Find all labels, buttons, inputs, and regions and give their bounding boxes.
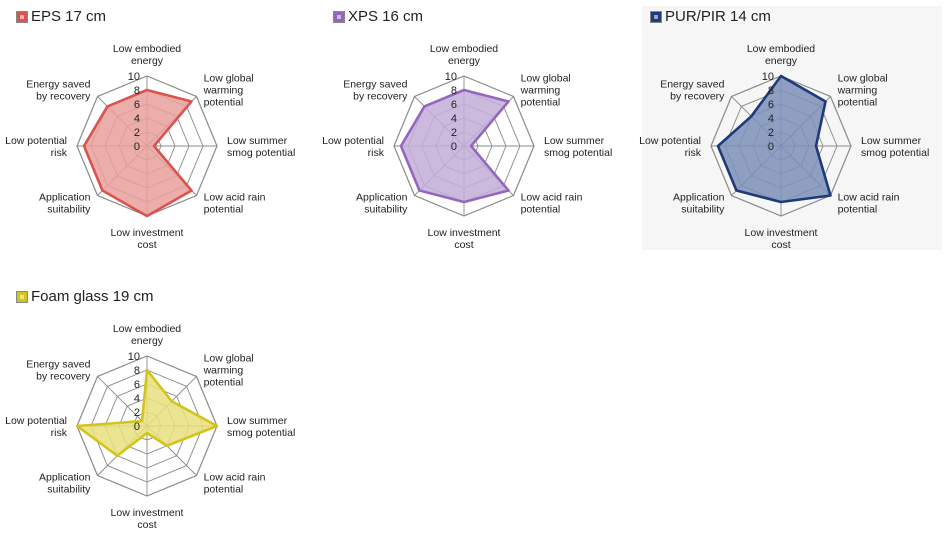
chart-title: EPS 17 cm (16, 8, 106, 25)
tick-label: 0 (451, 141, 457, 153)
chart-title-text: EPS 17 cm (31, 8, 107, 25)
tick-label: 0 (768, 141, 774, 153)
tick-label: 6 (134, 99, 140, 111)
tick-label: 0 (134, 421, 140, 433)
tick-label: 4 (451, 113, 457, 125)
chart-title-text: PUR/PIR 14 cm (665, 8, 771, 25)
tick-label: 6 (768, 99, 774, 111)
tick-label: 8 (134, 85, 140, 97)
tick-label: 2 (451, 127, 457, 139)
tick-label: 10 (762, 71, 774, 83)
legend-swatch (16, 290, 28, 303)
chart-title: XPS 16 cm (333, 8, 423, 25)
tick-label: 2 (134, 127, 140, 139)
tick-label: 6 (451, 99, 457, 111)
chart-title-text: XPS 16 cm (348, 8, 424, 25)
tick-label: 4 (768, 113, 774, 125)
tick-label: 4 (134, 113, 140, 125)
legend-swatch (16, 10, 28, 23)
legend-swatch (333, 10, 345, 23)
tick-label: 8 (768, 85, 774, 97)
legend-swatch (650, 10, 662, 23)
grid-spoke (97, 376, 148, 427)
tick-label: 0 (134, 141, 140, 153)
tick-label: 2 (134, 407, 140, 419)
chart-title: PUR/PIR 14 cm (650, 8, 771, 25)
tick-label: 2 (768, 127, 774, 139)
tick-label: 6 (134, 379, 140, 391)
chart-title: Foam glass 19 cm (16, 288, 154, 305)
chart-title-text: Foam glass 19 cm (31, 288, 154, 305)
tick-label: 8 (134, 365, 140, 377)
tick-label: 10 (128, 351, 140, 363)
tick-label: 10 (445, 71, 457, 83)
tick-label: 10 (128, 71, 140, 83)
tick-label: 4 (134, 393, 140, 405)
tick-label: 8 (451, 85, 457, 97)
